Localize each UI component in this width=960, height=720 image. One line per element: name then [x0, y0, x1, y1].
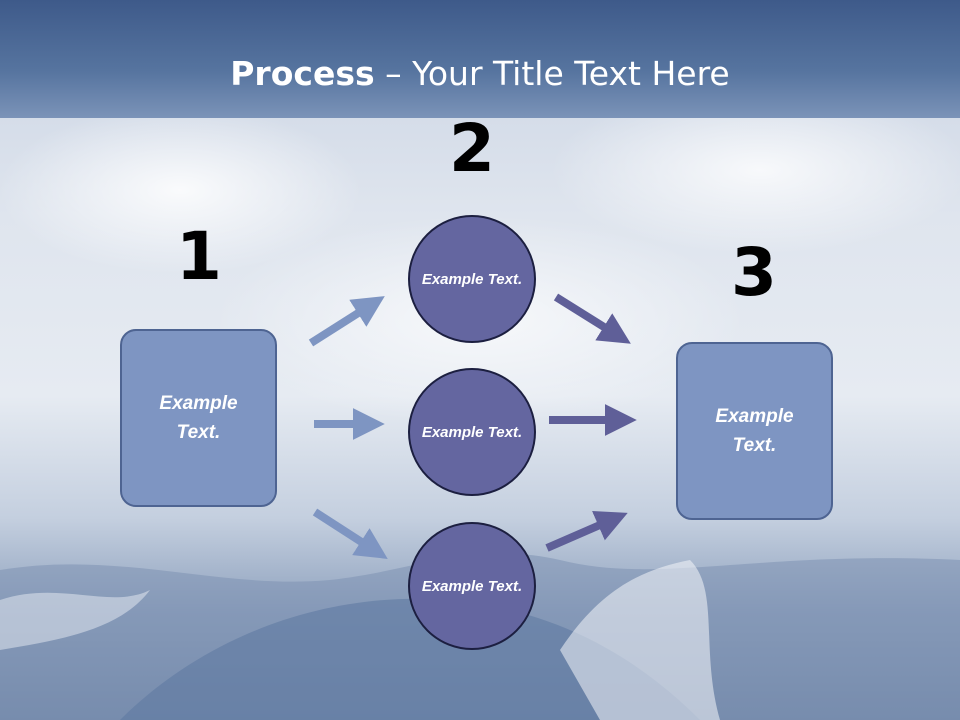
middle-circle-center-text: Example Text.	[421, 423, 523, 441]
middle-circle-bottom-text: Example Text.	[421, 577, 523, 595]
slide-title: Process – Your Title Text Here	[0, 52, 960, 96]
middle-circle-center: Example Text.	[408, 368, 536, 496]
arrow-1-to-top	[308, 296, 385, 347]
step-number-3: 3	[731, 234, 777, 311]
arrow-bottom-to-3	[545, 510, 628, 552]
step-number-1: 1	[176, 218, 222, 295]
middle-circle-top-text: Example Text.	[421, 270, 523, 288]
title-text: Your Title Text Here	[412, 54, 730, 93]
title-separator: –	[374, 54, 413, 93]
arrow-1-to-bottom	[312, 508, 388, 559]
step-1-box: Example Text.	[120, 329, 277, 507]
arrow-top-to-3	[553, 293, 631, 344]
middle-circle-bottom: Example Text.	[408, 522, 536, 650]
step-number-2: 2	[449, 110, 495, 187]
middle-circle-top: Example Text.	[408, 215, 536, 343]
step-3-box: Example Text.	[676, 342, 833, 520]
step-3-text: Example Text.	[715, 406, 794, 456]
step-1-text: Example Text.	[159, 393, 238, 443]
title-bold-part: Process	[230, 54, 375, 93]
title-banner	[0, 0, 960, 118]
